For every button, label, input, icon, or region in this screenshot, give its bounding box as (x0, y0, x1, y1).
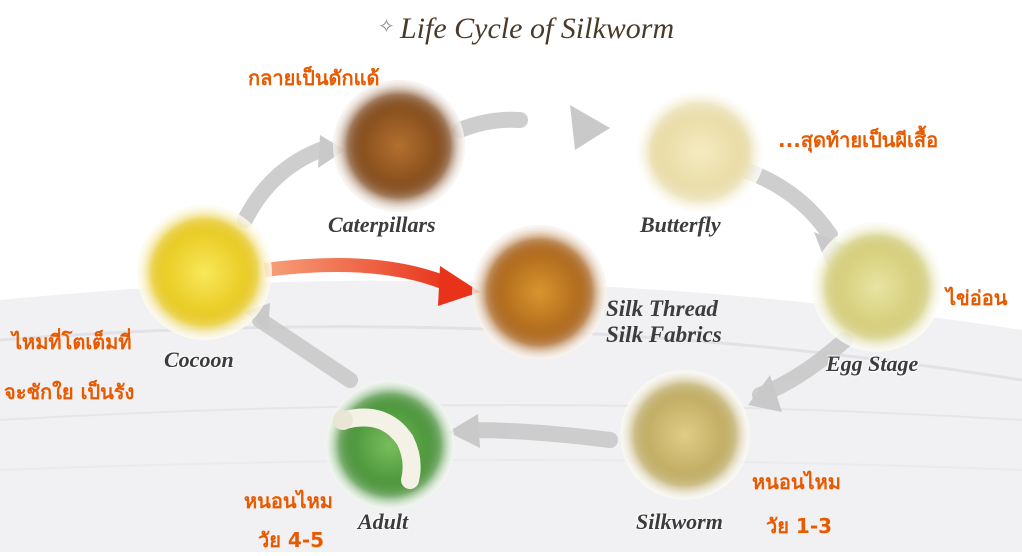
larva-shape (325, 380, 455, 510)
butterfly-label: Butterfly (640, 212, 721, 238)
butterfly-thai: ...สุดท้ายเป็นผีเสื้อ (778, 124, 938, 156)
egg-stage-image (812, 222, 942, 352)
silk-thread-label: Silk Thread (606, 296, 722, 322)
adult-label: Adult (358, 509, 408, 535)
adult-thai-2: วัย 4-5 (258, 524, 324, 556)
caterpillars-thai: กลายเป็นดักแด้ (248, 62, 380, 94)
silkworm-label: Silkworm (636, 509, 723, 535)
caterpillars-label: Caterpillars (328, 212, 436, 238)
silk-fabric-image (472, 225, 607, 360)
silkworm-thai-1: หนอนไหม (752, 466, 841, 498)
cocoon-thai-1: ไหมที่โตเต็มที่ (12, 326, 132, 358)
cocoon-image (137, 205, 272, 340)
silk-fabrics-label: Silk Fabrics (606, 322, 722, 348)
silk-output-label: Silk Thread Silk Fabrics (606, 296, 722, 348)
silkworm-image (620, 370, 750, 500)
cocoon-thai-2: จะชักใย เป็นรัง (4, 376, 134, 408)
caterpillars-image (333, 80, 465, 212)
silkworm-thai-2: วัย 1-3 (766, 510, 832, 542)
butterfly-image (635, 92, 765, 212)
diagram-title: Life Cycle of Silkworm (400, 12, 674, 46)
sparkle-icon: ✧ (378, 14, 395, 39)
adult-thai-1: หนอนไหม (244, 485, 333, 517)
egg-thai: ไข่อ่อน (946, 282, 1007, 314)
egg-stage-label: Egg Stage (826, 351, 918, 377)
cocoon-label: Cocoon (164, 347, 234, 373)
